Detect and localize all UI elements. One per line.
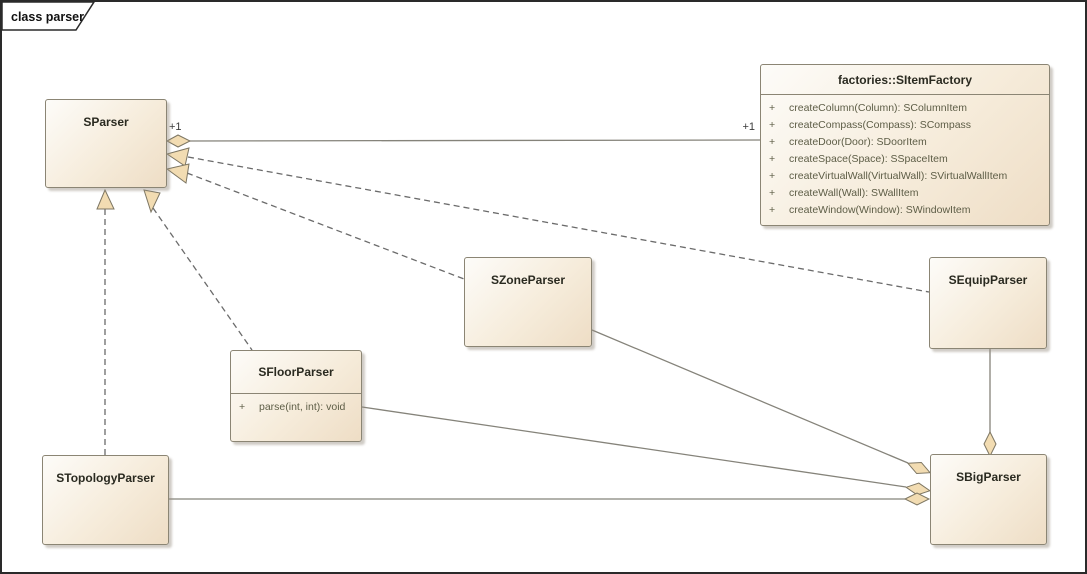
class-box-sbigparser[interactable]: SBigParser: [930, 454, 1047, 545]
class-name: factories::SItemFactory: [761, 65, 1049, 95]
method-row[interactable]: + createCompass(Compass): SCompass: [769, 119, 972, 131]
method-row[interactable]: + createDoor(Door): SDoorItem: [769, 136, 927, 148]
class-name: SFloorParser: [231, 351, 361, 394]
realization-triangle: [165, 163, 190, 184]
aggregation-diamond: [165, 134, 192, 148]
aggregation-sbigparser-sfloorparser[interactable]: [361, 406, 931, 497]
aggregation-diamond: [903, 492, 931, 506]
realization-triangle: [165, 147, 190, 167]
diagram-frame-tab: class parser: [2, 2, 95, 31]
class-name: SParser: [83, 115, 129, 129]
realization-stopologyparser-sparser[interactable]: [96, 188, 115, 455]
aggregation-diamond: [983, 430, 997, 458]
class-name: SZoneParser: [490, 273, 566, 287]
aggregation-sbigparser-stopologyparser[interactable]: [169, 492, 931, 506]
class-name: STopologyParser: [56, 471, 155, 485]
aggregation-diamond: [906, 461, 932, 475]
class-box-sitemfactory[interactable]: factories::SItemFactory + createColumn(C…: [760, 64, 1050, 226]
realization-szoneparser-sparser[interactable]: [165, 163, 465, 280]
aggregation-sparser-sitemfactory[interactable]: +1 +1: [165, 121, 761, 148]
frame-tab-shape: [2, 2, 95, 31]
method-row[interactable]: + createVirtualWall(VirtualWall): SVirtu…: [769, 170, 1008, 182]
method-row[interactable]: + createWall(Wall): SWallItem: [769, 187, 919, 199]
class-box-sfloorparser[interactable]: SFloorParser + parse(int, int): void: [230, 350, 362, 442]
method-list: + createColumn(Column): SColumnItem + cr…: [761, 95, 1049, 219]
class-box-sparser[interactable]: SParser: [45, 99, 167, 188]
class-name: SBigParser: [956, 470, 1021, 484]
realization-triangle: [143, 189, 161, 214]
method-row[interactable]: + createSpace(Space): SSpaceItem: [769, 153, 948, 165]
diagram-title: class parser: [11, 10, 84, 24]
aggregation-diamond: [905, 482, 931, 496]
class-box-sequipparser[interactable]: SEquipParser: [929, 257, 1047, 349]
method-list: + parse(int, int): void: [231, 394, 361, 416]
aggregation-sbigparser-szoneparser[interactable]: [591, 329, 932, 478]
class-box-szoneparser[interactable]: SZoneParser: [464, 257, 592, 347]
realization-sequipparser-sparser[interactable]: [165, 147, 930, 293]
realization-triangle: [96, 188, 115, 210]
method-row[interactable]: + createWindow(Window): SWindowItem: [769, 204, 971, 216]
class-name: SEquipParser: [948, 273, 1028, 287]
multiplicity-label: +1: [169, 121, 182, 133]
method-row[interactable]: + createColumn(Column): SColumnItem: [769, 102, 967, 114]
method-row[interactable]: + parse(int, int): void: [239, 401, 346, 413]
multiplicity-label: +1: [742, 121, 755, 133]
class-box-stopologyparser[interactable]: STopologyParser: [42, 455, 169, 545]
aggregation-sbigparser-sequipparser[interactable]: [983, 349, 997, 458]
realization-sfloorparser-sparser[interactable]: [143, 189, 253, 351]
